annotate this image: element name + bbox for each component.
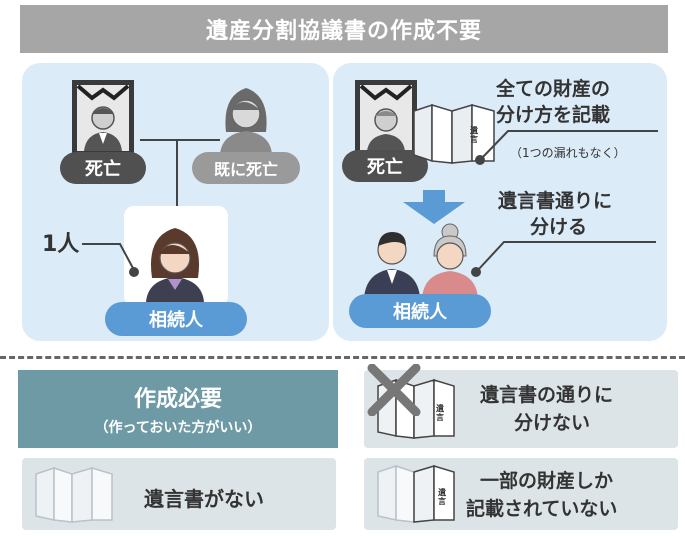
callout-line1: 全ての財産の <box>496 78 611 100</box>
heir-man-icon <box>364 232 420 298</box>
deceased-portrait-icon-right <box>355 80 417 156</box>
case-partial-line1: 一部の財産しか <box>480 470 614 492</box>
heir-elderly-woman-icon <box>422 223 478 298</box>
will-text-case3: 遺言 <box>438 488 446 506</box>
heir-label: 相続人 <box>105 302 247 336</box>
callout-pointer <box>475 130 658 165</box>
marriage-line <box>140 139 220 141</box>
deceased-label: 死亡 <box>60 152 146 184</box>
cross-mark-icon <box>367 364 421 416</box>
heir-woman-icon <box>146 228 204 302</box>
case-not-follow-line1: 遺言書の通りに <box>480 384 614 406</box>
spouse-woman-icon <box>220 88 272 154</box>
will-text-case1: 遺言 <box>436 404 444 422</box>
case-not-follow-line2: 分けない <box>514 412 591 434</box>
split-line1: 遺言書通りに <box>498 190 613 212</box>
callout-line2: 分け方を記載 <box>496 104 611 126</box>
spouse-label: 既に死亡 <box>192 152 300 184</box>
will-document-icon <box>413 103 495 164</box>
will-document-partial-icon <box>377 464 455 523</box>
callout-note: （1つの漏れもなく） <box>510 146 626 160</box>
down-arrow-icon <box>403 190 465 224</box>
needed-subtitle: （作っておいた方がいい） <box>94 420 262 436</box>
page-title: 遺産分割協議書の作成不要 <box>20 5 668 53</box>
needed-title: 作成必要 <box>133 387 222 412</box>
will-text: 遺言 <box>470 126 478 144</box>
descent-line <box>176 139 178 221</box>
split-line2: 分ける <box>530 216 588 238</box>
split-pointer <box>471 241 656 277</box>
case-no-will-text: 遺言書がない <box>144 487 264 511</box>
dashed-divider <box>0 356 685 359</box>
heir-count-label: 1人 <box>42 232 80 257</box>
deceased-portrait-icon <box>72 80 134 156</box>
case-partial-line2: 記載されていない <box>466 498 618 520</box>
heir-label-right: 相続人 <box>349 294 491 328</box>
needed-box: 作成必要 （作っておいた方がいい） <box>18 370 338 448</box>
count-pointer <box>82 243 139 277</box>
will-document-faded-icon <box>35 466 113 523</box>
